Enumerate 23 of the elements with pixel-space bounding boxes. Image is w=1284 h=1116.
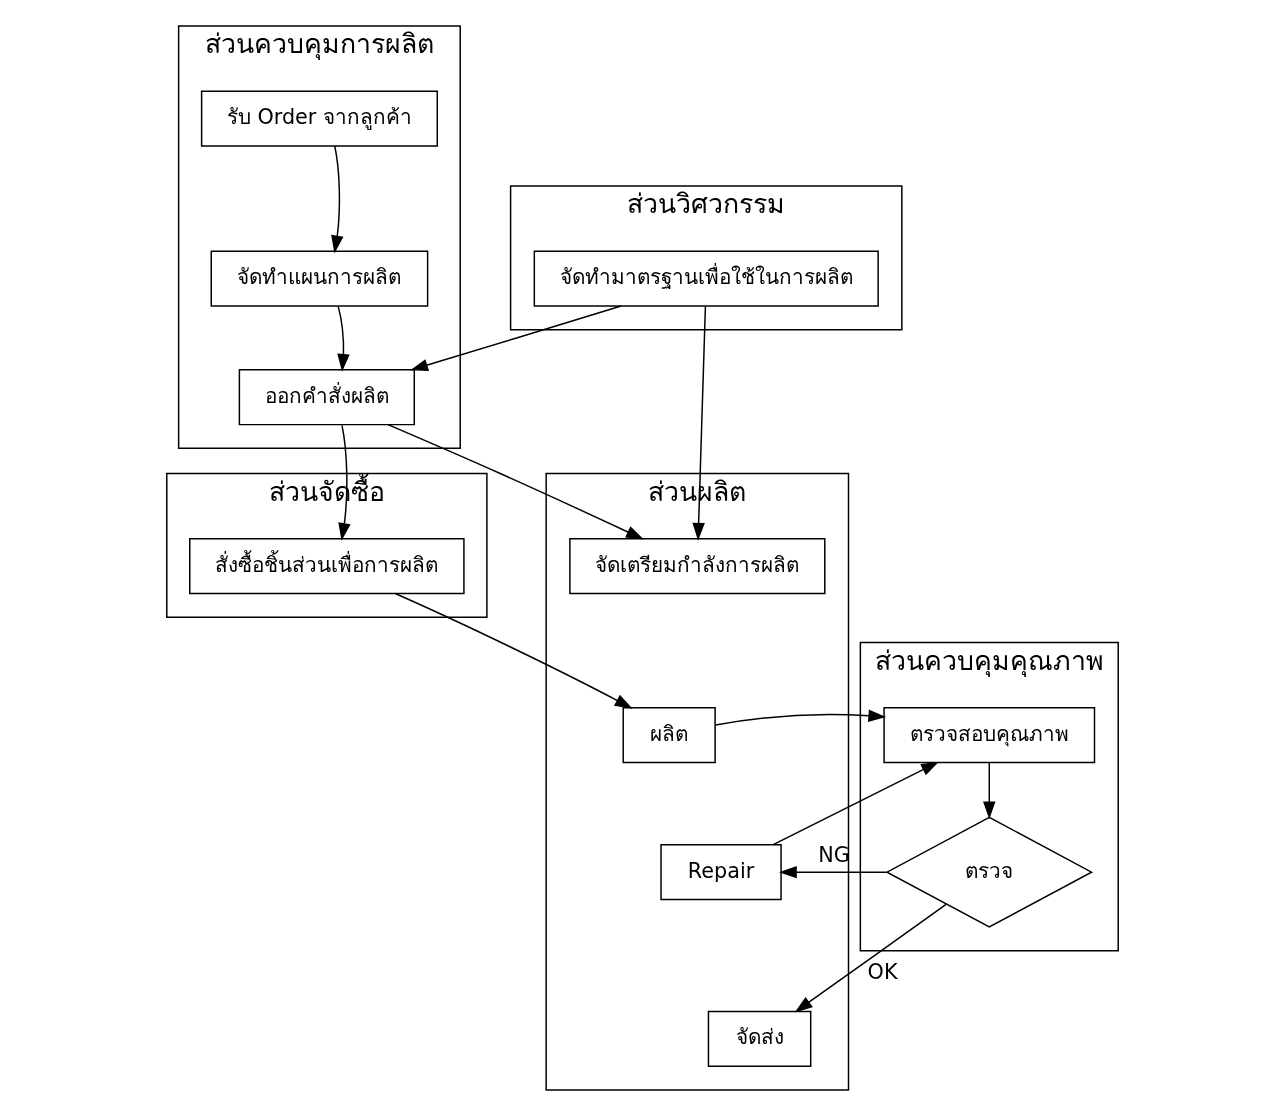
node-box: รับ Order จากลูกค้า bbox=[200, 90, 438, 147]
arrow bbox=[794, 903, 947, 1013]
arrow bbox=[336, 305, 350, 372]
node-box: จัดทำมาตรฐานเพื่อใช้ในการผลิต bbox=[533, 250, 879, 307]
node-box: จัดส่ง bbox=[707, 1010, 811, 1068]
arrow bbox=[337, 424, 351, 541]
arrow bbox=[982, 762, 995, 820]
arrow bbox=[691, 305, 706, 541]
arrow bbox=[714, 709, 886, 726]
node-box: Repair bbox=[659, 844, 782, 901]
node-box: ออกคำสั่งผลิต bbox=[238, 369, 415, 426]
edge-label: OK bbox=[867, 960, 898, 985]
node-box: ผลิต bbox=[622, 706, 716, 764]
arrow bbox=[772, 761, 939, 846]
node-box: สั่งซื้อชิ้นส่วนเพื่อการผลิต bbox=[188, 538, 465, 595]
node-box: ตรวจสอบคุณภาพ bbox=[882, 706, 1095, 764]
arrow bbox=[409, 305, 622, 372]
node-box: จัดทำแผนการผลิต bbox=[210, 250, 428, 307]
edge-label: NG bbox=[817, 843, 850, 868]
arrow bbox=[778, 865, 887, 879]
node-diamond: ตรวจ bbox=[884, 816, 1093, 928]
arrow bbox=[330, 145, 343, 254]
node-box: จัดเตรียมกำลังการผลิต bbox=[568, 538, 825, 595]
